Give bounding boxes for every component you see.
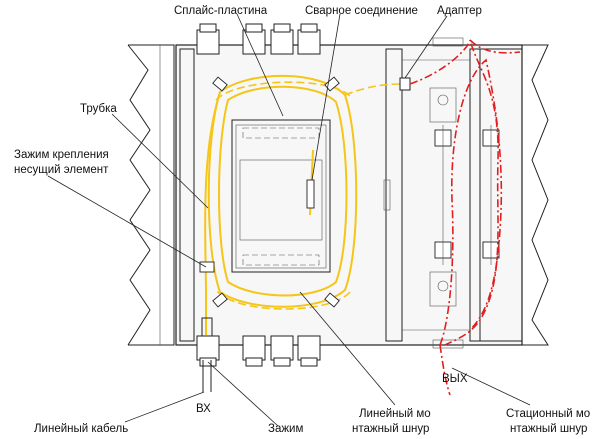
label-clamp-strength-line1: Зажим крепления bbox=[14, 149, 109, 161]
label-output: ВЫХ bbox=[442, 373, 468, 385]
fiber-clips bbox=[212, 76, 340, 308]
adapter-panel bbox=[429, 37, 500, 349]
splice-plate bbox=[231, 119, 331, 273]
leader-lines bbox=[47, 13, 531, 427]
label-line-patchcord-line2: нтажный шнур bbox=[352, 423, 429, 435]
label-tube: Трубка bbox=[80, 103, 117, 115]
label-adapter: Адаптер bbox=[437, 5, 482, 17]
station-patchcords bbox=[409, 39, 521, 396]
label-station-patchcord-line2: нтажный шнур bbox=[510, 423, 587, 435]
top-cable-glands bbox=[196, 23, 321, 55]
incoming-fiber-tube bbox=[204, 91, 221, 335]
label-input: ВХ bbox=[196, 403, 211, 415]
label-clamp-strength-line2: несущий элемент bbox=[14, 164, 109, 176]
bottom-cable-glands bbox=[196, 335, 321, 367]
label-weld-joint: Сварное соединение bbox=[305, 5, 418, 17]
enclosure bbox=[175, 44, 523, 346]
weld-joint bbox=[306, 149, 315, 216]
label-clamp: Зажим bbox=[268, 423, 303, 435]
label-station-patchcord-line1: Стационный мо bbox=[506, 408, 590, 420]
labels: Сплайс-пластина Сварное соединение Адапт… bbox=[14, 5, 590, 435]
line-cable bbox=[202, 360, 212, 392]
strength-member-clamp bbox=[199, 261, 215, 337]
fiber-storage-loop bbox=[207, 74, 358, 310]
label-line-cable: Линейный кабель bbox=[34, 423, 128, 435]
right-mounting-bracket bbox=[521, 44, 549, 346]
label-splice-plate: Сплайс-пластина bbox=[174, 5, 268, 17]
left-mounting-bracket bbox=[127, 44, 175, 346]
output-fiber-line bbox=[344, 83, 401, 96]
label-line-patchcord-line1: Линейный мо bbox=[359, 408, 431, 420]
